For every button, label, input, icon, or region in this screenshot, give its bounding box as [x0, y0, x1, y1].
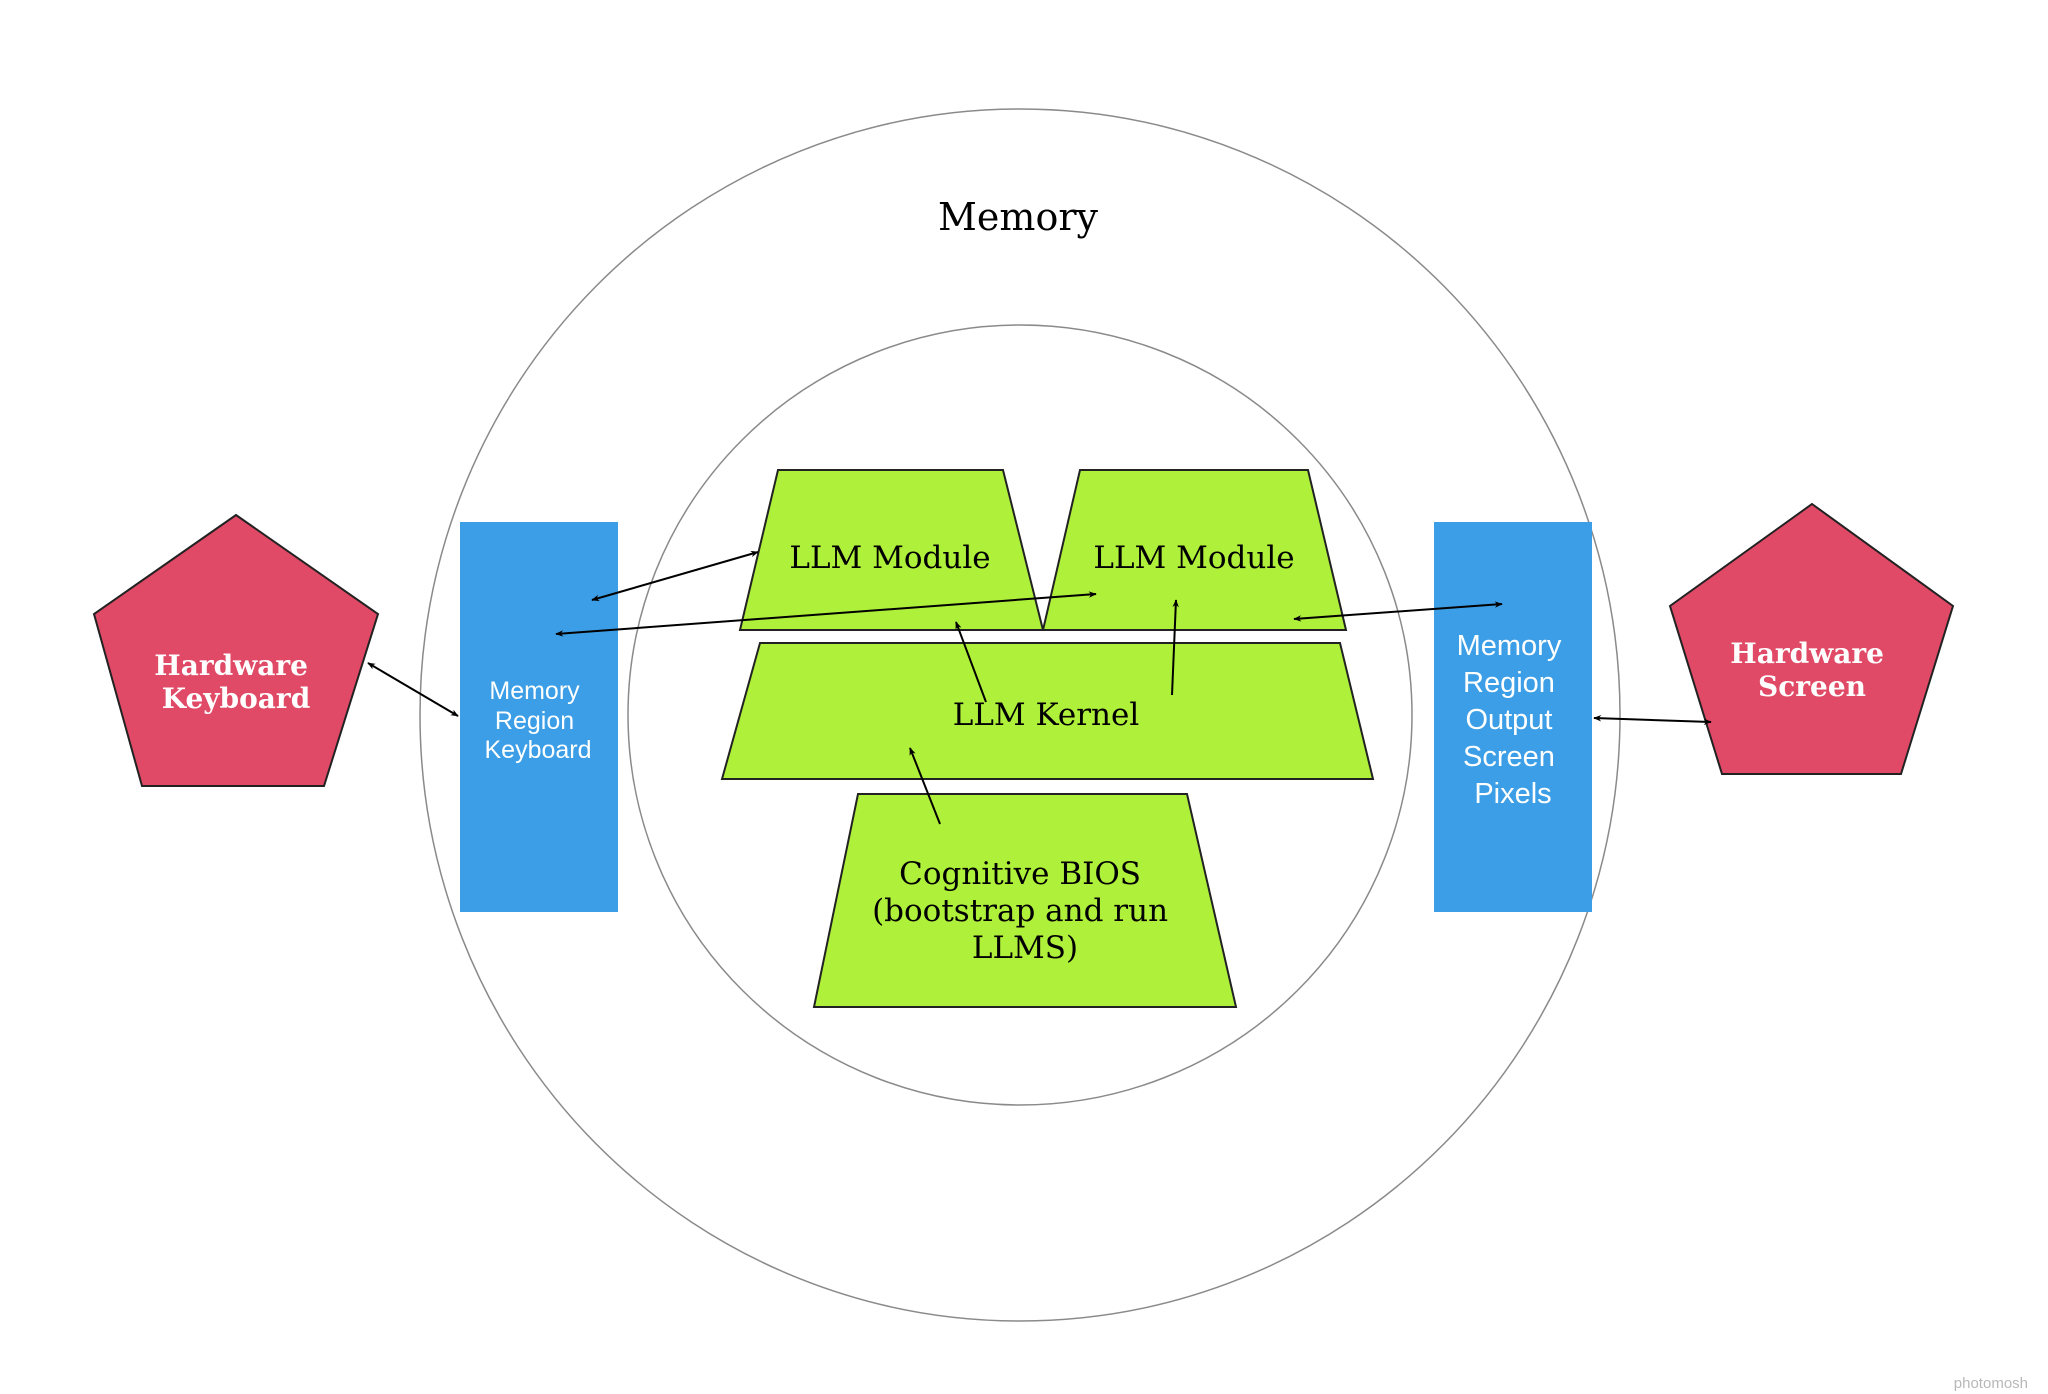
memory-region-output-label-line-2: Region [1463, 667, 1555, 699]
svg-text:Memory Region Keyb: Memory Region Keyboard [484, 677, 591, 764]
llm-kernel-label: LLM Kernel [953, 697, 1139, 733]
hardware-screen-pentagon [1668, 502, 1955, 775]
arrow-memory-region-to-llm-module-right [555, 591, 1097, 637]
svg-text:Memory Region Outp: Memory Region Output Screen Pixels [1457, 630, 1570, 810]
memory-region-output-label-line-1: Memory [1457, 630, 1562, 662]
memory-region-output-node: Memory Region Output Screen Pixels [1434, 522, 1592, 912]
memory-region-output-label-line-5: Pixels [1474, 778, 1551, 810]
hardware-keyboard-pentagon [92, 513, 380, 787]
memory-region-keyboard-label-line-2: Region [495, 707, 574, 735]
arrow-kernel-to-llm-module-left [955, 621, 987, 703]
llm-module-left-label: LLM Module [789, 540, 990, 576]
arrow-llm-module-right-to-output-region [1293, 601, 1503, 622]
cognitive-bios-label-line-2: (bootstrap and run [872, 893, 1168, 929]
hardware-keyboard-node: Hardware Keyboard [92, 513, 380, 787]
llm-kernel-node: LLM Kernel [720, 642, 1375, 780]
llm-module-right-label: LLM Module [1093, 540, 1294, 576]
llm-module-left-node: LLM Module [738, 469, 1045, 631]
hardware-screen-label-line-2: Screen [1758, 670, 1866, 703]
memory-region-output-label-line-3: Output [1465, 704, 1552, 736]
llm-module-right-trapezoid [1041, 469, 1348, 631]
diagram-title: Memory [938, 195, 1098, 239]
arrow-kernel-to-llm-module-right [1171, 599, 1179, 696]
watermark-text: photomosh [1954, 1375, 2028, 1392]
memory-region-output-label-line-4: Screen [1463, 741, 1555, 773]
llm-kernel-trapezoid [720, 642, 1375, 780]
svg-text:Hardware Screen: Hardware Screen [1730, 637, 1894, 703]
inner-circle [627, 324, 1413, 1106]
svg-text:Cognitive BIOS (bootstra: Cognitive BIOS (bootstrap and run LLMS) [872, 856, 1178, 966]
cognitive-bios-label-line-3: LLMS) [972, 930, 1078, 966]
hardware-keyboard-label-line-1: Hardware [154, 649, 308, 682]
arrow-keyboard-to-memory-region [367, 662, 459, 717]
hardware-screen-node: Hardware Screen [1668, 502, 1955, 775]
llm-module-right-node: LLM Module [1041, 469, 1348, 631]
cognitive-bios-trapezoid [812, 793, 1238, 1008]
cognitive-bios-node: Cognitive BIOS (bootstrap and run LLMS) [812, 793, 1238, 1008]
arrow-bios-to-kernel [909, 747, 941, 825]
svg-text:Hardware Keyboard: Hardware Keyboard [154, 649, 318, 715]
memory-region-keyboard-label-line-3: Keyboard [484, 736, 591, 764]
memory-region-keyboard-node: Memory Region Keyboard [460, 522, 618, 912]
memory-region-keyboard-label-line-1: Memory [489, 677, 580, 705]
hardware-keyboard-label-line-2: Keyboard [162, 682, 311, 715]
connectors [367, 550, 1712, 825]
memory-region-output-box [1434, 522, 1592, 912]
hardware-screen-label-line-1: Hardware [1730, 637, 1884, 670]
cognitive-bios-label-line-1: Cognitive BIOS [899, 856, 1141, 892]
arrow-output-region-to-hardware-screen [1593, 715, 1712, 725]
